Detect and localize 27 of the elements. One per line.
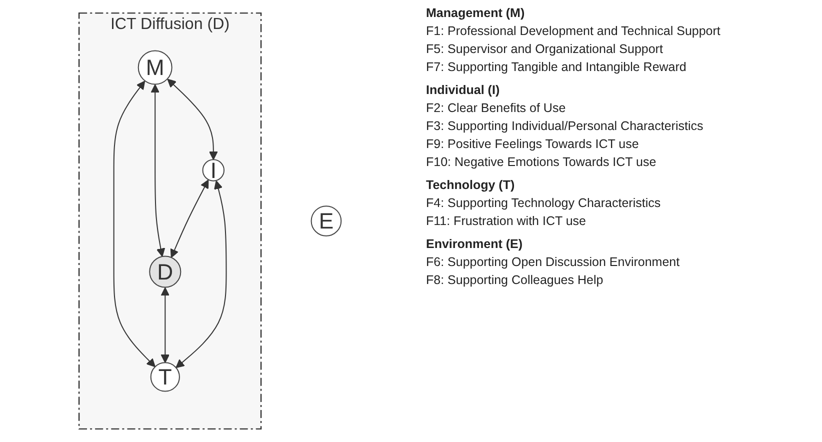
factor-text: F8: Supporting Colleagues Help <box>426 273 604 288</box>
node-circle <box>149 256 182 288</box>
section-heading: Environment (E) <box>426 237 524 252</box>
section-heading: Individual (I) <box>426 83 501 98</box>
factor-text: F11: Frustration with ICT use <box>426 214 588 229</box>
factor-text: F6: Supporting Open Discussion Environment <box>426 255 681 270</box>
factor-text: F5: Supervisor and Organizational Support <box>426 42 664 57</box>
cluster <box>78 12 262 430</box>
arrow <box>170 180 209 258</box>
node-circle <box>138 50 172 85</box>
arrow <box>160 287 170 364</box>
node-circle <box>150 362 180 392</box>
node-circle <box>310 206 342 236</box>
section-heading: Technology (T) <box>426 178 516 193</box>
factor-text: F1: Professional Development and Technical Support <box>426 24 722 39</box>
section-heading: Management (M) <box>426 6 526 21</box>
arrow <box>113 80 156 368</box>
arrow <box>176 180 227 368</box>
factor-text: F3: Supporting Individual/Personal Characteristics <box>426 119 704 134</box>
arrow <box>167 78 218 160</box>
factor-text: F10: Negative Emotions Towards ICT use <box>426 155 658 170</box>
factor-text: F2: Clear Benefits of Use <box>426 101 567 116</box>
arrow <box>150 84 166 257</box>
factor-text: F7: Supporting Tangible and Intangible Reward <box>426 60 688 75</box>
factor-text: F4: Supporting Technology Characteristics <box>426 196 662 211</box>
factor-text: F9: Positive Feelings Towards ICT use <box>426 137 640 152</box>
node-circle <box>202 159 224 182</box>
